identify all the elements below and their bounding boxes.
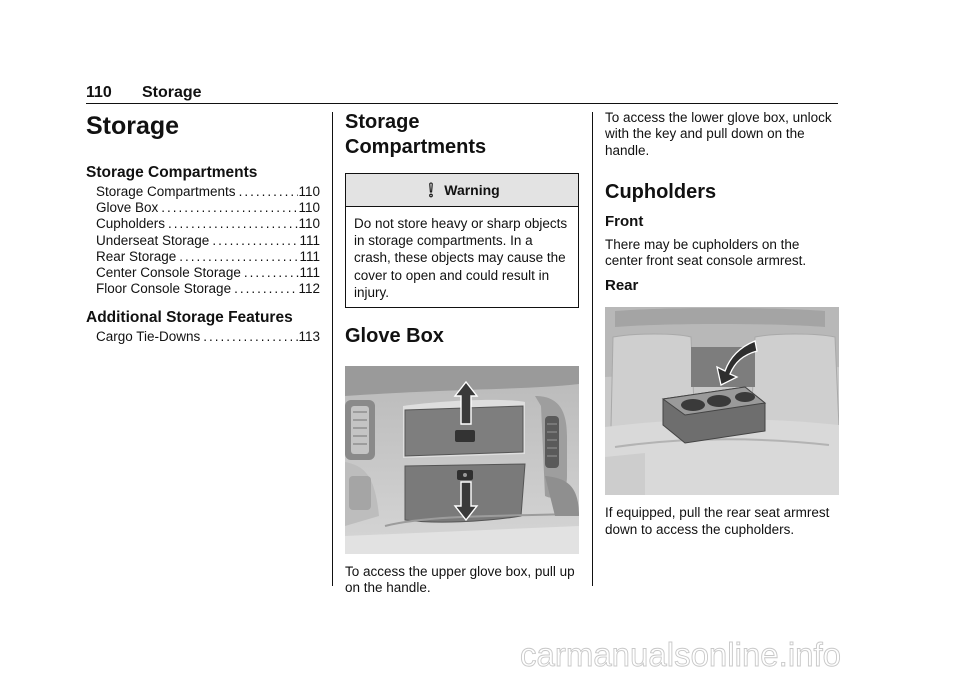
column-divider (592, 112, 593, 586)
toc-item[interactable]: Cupholders..............................… (96, 216, 320, 232)
glove-box-text: To access the upper glove box, pull up o… (345, 564, 575, 596)
warning-triangle-icon (429, 182, 434, 198)
warning-box: Warning Do not store heavy or sharp obje… (345, 173, 579, 309)
watermark-text: carmanualsonline.info (520, 638, 841, 672)
toc-list: Storage Compartments....................… (86, 184, 320, 297)
warning-text: Do not store heavy or sharp objects in s… (354, 216, 568, 300)
page-header: 110 Storage (86, 84, 838, 104)
toc-item[interactable]: Glove Box...............................… (96, 200, 320, 216)
front-heading: Front (605, 212, 644, 230)
column-divider (332, 112, 333, 586)
content-column-2: Storage Compartments Warning Do not stor… (345, 110, 579, 597)
rear-heading: Rear (605, 277, 639, 295)
section-title: Storage (142, 84, 202, 101)
page-number: 110 (86, 84, 112, 101)
toc-item[interactable]: Rear Storage............................… (96, 248, 320, 264)
lower-glove-box-text: To access the lower glove box, unlock wi… (605, 110, 832, 158)
warning-header: Warning (346, 174, 578, 207)
toc-item[interactable]: Center Console Storage..................… (96, 265, 320, 281)
chapter-title: Storage (86, 112, 180, 140)
toc-item[interactable]: Storage Compartments....................… (96, 184, 320, 199)
warning-title: Warning (444, 182, 500, 198)
content-column-3: To access the lower glove box, unlock wi… (605, 110, 839, 538)
glove-box-heading: Glove Box (345, 325, 444, 348)
toc-list: Cargo Tie-Downs.........................… (86, 329, 320, 345)
toc-item[interactable]: Cargo Tie-Downs.........................… (96, 329, 320, 345)
glove-box-illustration (345, 366, 579, 555)
toc-item[interactable]: Floor Console Storage...................… (96, 281, 320, 297)
toc-item[interactable]: Underseat Storage.......................… (96, 232, 320, 248)
toc-group-heading: Storage Compartments (86, 164, 258, 181)
rear-text: If equipped, pull the rear seat armrest … (605, 505, 830, 537)
cupholders-heading: Cupholders (605, 180, 717, 203)
front-text: There may be cupholders on the center fr… (605, 236, 807, 269)
toc-group-heading: Additional Storage Features (86, 309, 293, 327)
section-heading: Storage Compartments (345, 111, 487, 158)
rear-cupholder-illustration (605, 307, 839, 496)
watermark: carmanualsonline.info (520, 638, 841, 672)
toc-column: Storage Storage Compartments Storage Com… (86, 112, 320, 346)
